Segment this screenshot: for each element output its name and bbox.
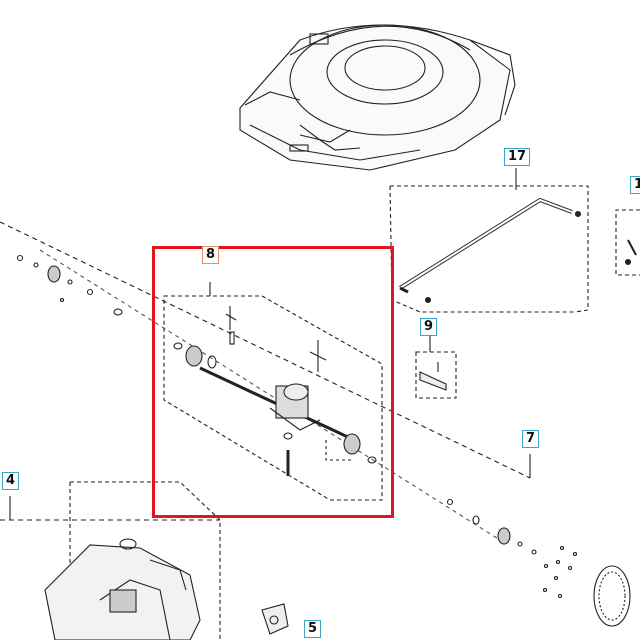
callout-8[interactable]: 8 — [202, 246, 220, 264]
part-17-rod — [389, 168, 589, 313]
callout-9[interactable]: 9 — [420, 318, 438, 336]
part-8-highlight-frame — [152, 246, 394, 518]
callout-5[interactable]: 5 — [304, 620, 322, 638]
part-9-bracket — [415, 336, 457, 399]
mower-deck — [239, 24, 516, 171]
callout-1[interactable]: 1 — [630, 176, 640, 194]
part-1-box — [615, 209, 640, 276]
callout-17[interactable]: 17 — [504, 148, 531, 166]
left-gear-parts — [16, 254, 123, 316]
part-7-wheel — [446, 454, 631, 627]
callout-4[interactable]: 4 — [2, 472, 20, 490]
part-4-housing — [9, 481, 221, 640]
part-8-gearbox — [163, 282, 383, 501]
part-5-bracket — [261, 603, 289, 635]
callout-7[interactable]: 7 — [522, 430, 540, 448]
